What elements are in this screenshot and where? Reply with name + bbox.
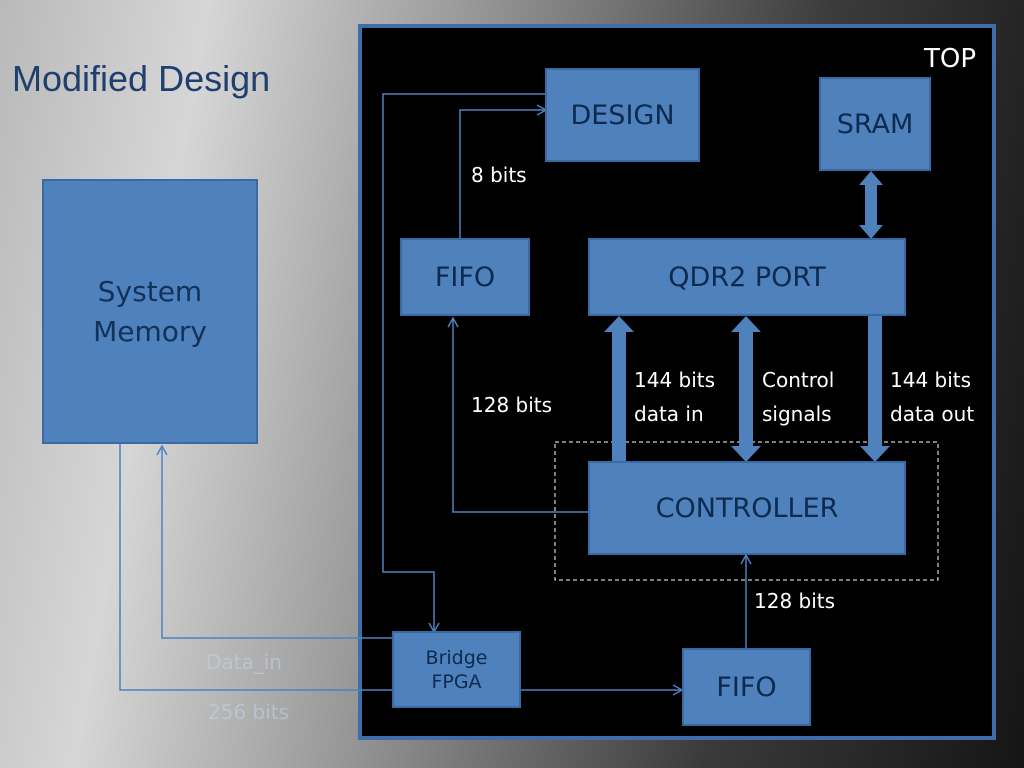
system-memory-block: System Memory bbox=[42, 179, 258, 444]
label-8-bits: 8 bits bbox=[471, 163, 527, 187]
bus-data-in bbox=[604, 316, 634, 461]
wire-design-to-bridge bbox=[382, 93, 546, 634]
system-memory-label: System Memory bbox=[93, 274, 207, 348]
controller-label: CONTROLLER bbox=[655, 492, 839, 524]
label-128-bits-controller: 128 bits bbox=[754, 589, 836, 613]
qdr2-port-block: QDR2 PORT bbox=[588, 238, 906, 316]
controller-block: CONTROLLER bbox=[588, 461, 906, 555]
label-data-out: 144 bits data out bbox=[890, 368, 975, 426]
wire-controller-to-fifo bbox=[447, 316, 588, 513]
fifo-top-block: FIFO bbox=[400, 238, 530, 316]
sram-label: SRAM bbox=[836, 108, 914, 140]
fifo-top-label: FIFO bbox=[434, 261, 496, 293]
bridge-fpga-label: Bridge FPGA bbox=[425, 646, 488, 693]
wire-fifo-to-design bbox=[459, 104, 548, 238]
bus-control-signals bbox=[731, 316, 761, 462]
sram-block: SRAM bbox=[819, 77, 931, 171]
label-control-signals: Control signals bbox=[762, 368, 835, 426]
wire-bridge-to-memory bbox=[156, 444, 392, 639]
label-256-bits-faint: 256 bits bbox=[208, 700, 290, 724]
wire-memory-to-bridge bbox=[119, 444, 392, 691]
qdr2-port-label: QDR2 PORT bbox=[668, 261, 826, 293]
slide-title: Modified Design bbox=[12, 58, 271, 99]
top-module-label: TOP bbox=[924, 44, 977, 74]
label-data-in: 144 bits data in bbox=[634, 368, 716, 426]
label-128-bits-fifo: 128 bits bbox=[471, 393, 553, 417]
bus-data-out bbox=[860, 316, 890, 462]
design-block: DESIGN bbox=[545, 68, 700, 162]
fifo-bottom-block: FIFO bbox=[682, 648, 811, 726]
design-label: DESIGN bbox=[570, 99, 675, 131]
label-data-in-faint: Data_in bbox=[206, 650, 282, 674]
fifo-bottom-label: FIFO bbox=[716, 671, 777, 703]
bridge-fpga-block: Bridge FPGA bbox=[392, 631, 521, 708]
bus-sram-qdr2 bbox=[859, 171, 883, 239]
